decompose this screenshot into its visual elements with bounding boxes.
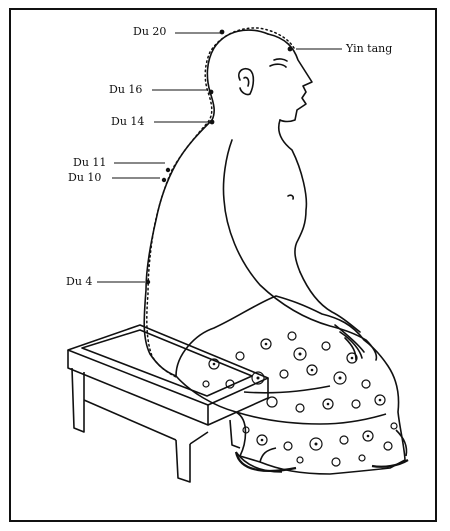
cloth-pattern-motifs	[203, 332, 397, 466]
point-du10	[162, 178, 166, 182]
label-du4: Du 4	[66, 276, 92, 288]
point-du11	[166, 168, 170, 172]
point-du14	[210, 120, 215, 125]
label-du20: Du 20	[133, 26, 166, 38]
label-du14: Du 14	[111, 116, 144, 128]
point-du4	[146, 280, 150, 284]
acupoints	[146, 30, 293, 285]
label-du16: Du 16	[109, 84, 142, 96]
point-yintang	[288, 47, 293, 52]
point-du16	[209, 90, 214, 95]
point-du20	[220, 30, 225, 35]
label-du11: Du 11	[73, 157, 106, 169]
label-du10: Du 10	[68, 172, 101, 184]
figure-body	[144, 30, 376, 376]
label-yintang: Yin tang	[346, 43, 392, 55]
